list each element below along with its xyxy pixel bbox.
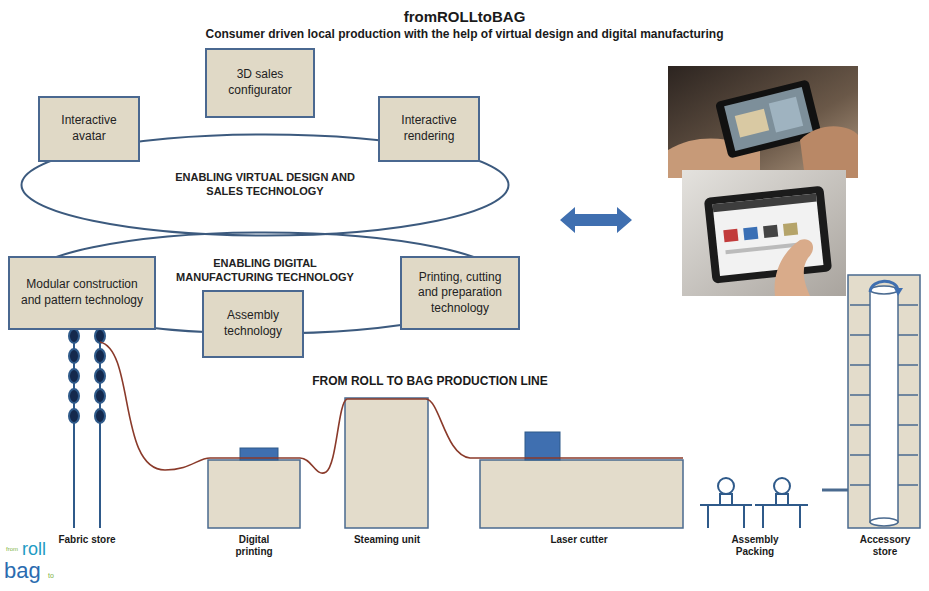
logo-text: to [48,572,62,580]
text-stack: Interactive avatar [46,113,132,144]
fabric-store [69,318,105,528]
logo-text: roll [22,540,62,558]
box-label: Modular construction and pattern technol… [16,277,148,308]
box-label: Printing, cutting and preparation techno… [408,270,512,317]
band-label: ENABLING VIRTUAL DESIGN AND SALES TECHNO… [156,171,374,199]
station-label: Accessory store [850,534,920,557]
station-label: Laser cutter [544,534,614,546]
photo-tablet-shop [682,170,846,296]
machines [208,398,683,528]
assembly-tables [700,478,808,528]
logo-text: bag [4,560,48,582]
station-label: Fabric store [54,534,120,546]
process-box: Modular construction and pattern technol… [8,256,156,330]
text-stack: ENABLING DIGITAL MANUFACTURING TECHNOLOG… [165,257,365,285]
station-label: Assembly Packing [720,534,790,557]
box-label: 3D sales configurator [213,67,307,98]
band-label: ENABLING DIGITAL MANUFACTURING TECHNOLOG… [165,257,365,285]
text-stack: 3D sales configurator [213,67,307,98]
fabric-web [100,342,683,473]
text-stack: ENABLING VIRTUAL DESIGN AND SALES TECHNO… [156,171,374,199]
text-stack: Printing, cutting and preparation techno… [408,270,512,317]
rotation-arrow [870,281,898,292]
rotation-arrowhead [894,288,903,296]
feed-link [822,489,848,492]
text-stack: Interactive rendering [386,113,472,144]
station-label: Steaming unit [352,534,422,546]
section-heading: FROM ROLL TO BAG PRODUCTION LINE [270,375,590,389]
box-label: Assembly technology [210,308,296,339]
process-box: Assembly technology [202,290,304,358]
accessory-store [848,275,920,528]
laser-head [525,432,560,460]
process-box: Printing, cutting and preparation techno… [400,256,520,330]
text-stack: Modular construction and pattern technol… [16,277,148,308]
process-box: 3D sales configurator [205,48,315,118]
photo-tablet-hands [668,66,858,178]
text-stack: Assembly technology [210,308,296,339]
process-box: Interactive avatar [38,96,140,162]
process-box: Interactive rendering [378,96,480,162]
subtitle: Consumer driven local production with th… [0,28,929,42]
box-label: Interactive rendering [386,113,472,144]
box-label: Interactive avatar [46,113,132,144]
double-arrow [560,207,632,233]
station-label: Digital printing [220,534,288,557]
title: fromROLLtoBAG [0,8,929,25]
